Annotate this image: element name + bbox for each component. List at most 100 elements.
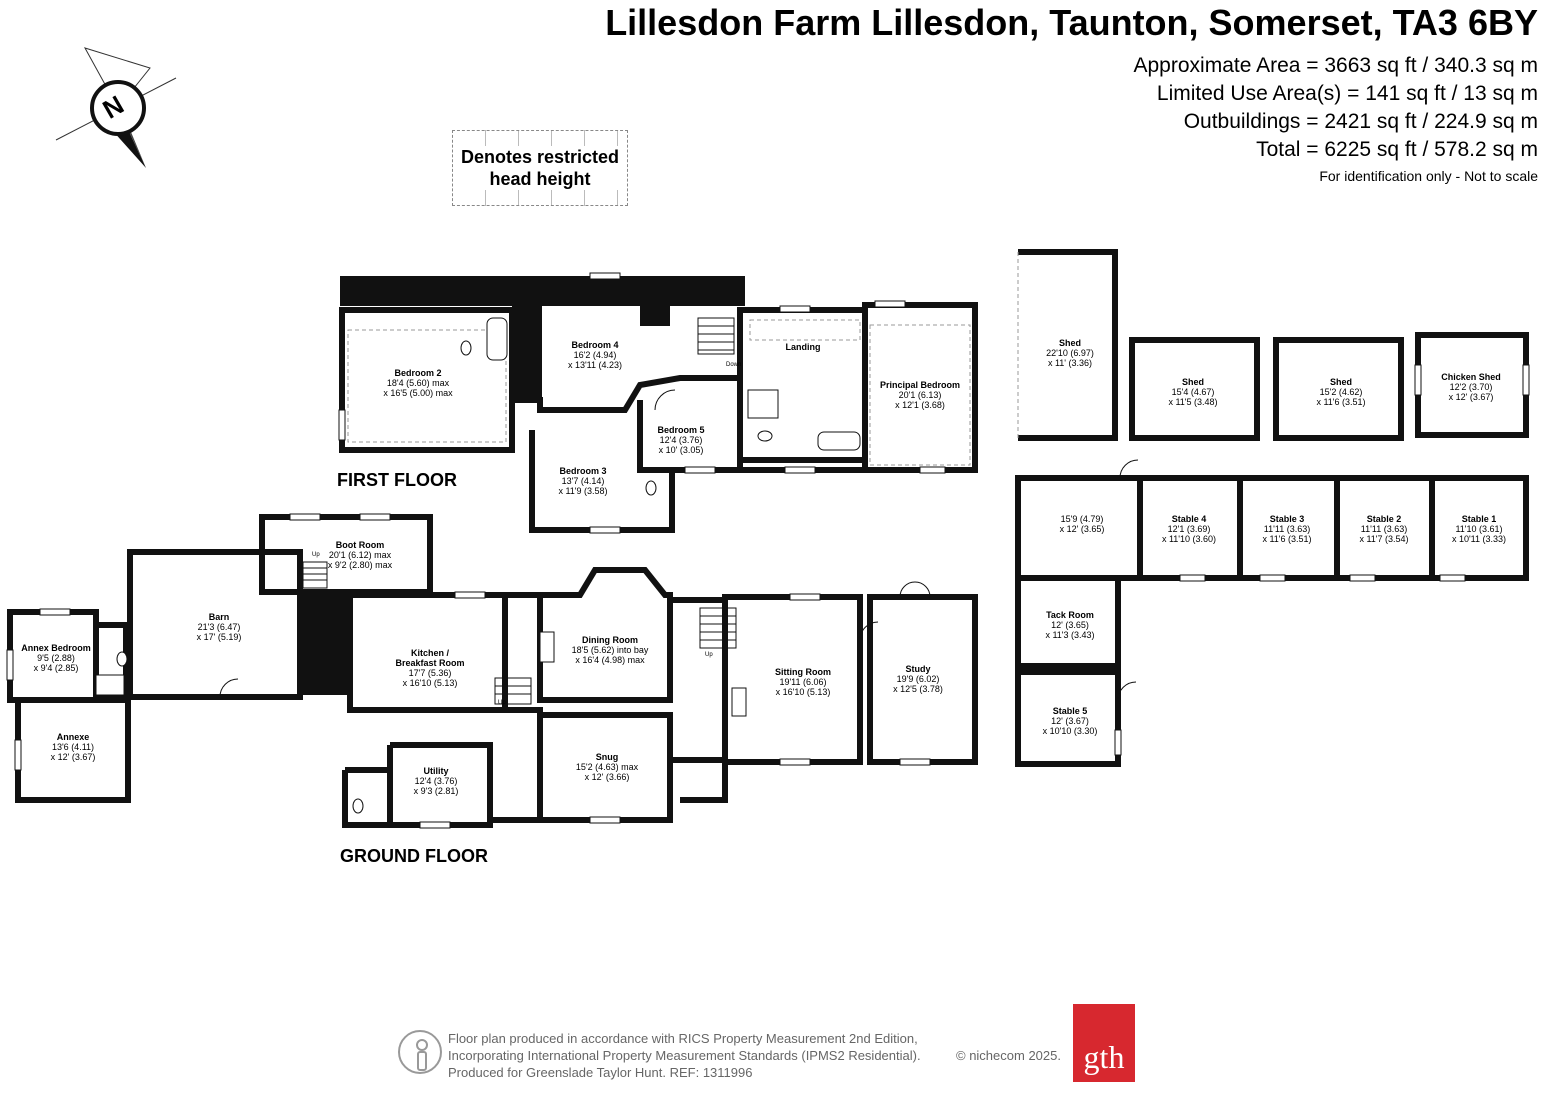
door-arc xyxy=(1117,681,1137,701)
toilet xyxy=(116,651,128,667)
compass-rose-icon xyxy=(55,47,177,168)
window xyxy=(919,466,946,474)
window xyxy=(1439,574,1466,582)
fireplace xyxy=(539,631,555,663)
outbuilding-walls xyxy=(1015,249,1529,767)
person-icon xyxy=(398,1030,442,1074)
stairs-up-label: Up xyxy=(312,552,320,558)
stairs-down-label: Down xyxy=(726,362,742,368)
window xyxy=(589,816,621,824)
area-outbuildings: Outbuildings = 2421 sq ft / 224.9 sq m xyxy=(1183,110,1538,133)
restricted-area xyxy=(869,324,971,466)
fireplace xyxy=(731,687,747,717)
window xyxy=(14,739,22,771)
window xyxy=(589,272,621,280)
window xyxy=(289,513,321,521)
window xyxy=(1414,364,1422,396)
first-floor-walls xyxy=(339,302,978,533)
window xyxy=(789,593,821,601)
window xyxy=(419,821,451,829)
first-floor-chimney-block xyxy=(512,306,542,400)
window xyxy=(1522,364,1530,396)
brand-logo: gth xyxy=(1073,1004,1135,1082)
window xyxy=(874,300,906,308)
door-arc xyxy=(654,389,676,411)
footer-line: Produced for Greenslade Taylor Hunt. REF… xyxy=(448,1065,753,1080)
stairs-up-label: Up xyxy=(498,700,506,706)
window xyxy=(359,513,391,521)
copyright: © nichecom 2025. xyxy=(956,1048,1061,1063)
footer-notes: Floor plan produced in accordance with R… xyxy=(448,1030,1061,1081)
window xyxy=(6,649,14,681)
stairs xyxy=(699,607,737,649)
door-arc xyxy=(899,581,916,598)
area-total: Total = 6225 sq ft / 578.2 sq m xyxy=(1256,138,1538,161)
area-summary: Approximate Area = 3663 sq ft / 340.3 sq… xyxy=(1134,52,1539,188)
window xyxy=(779,305,811,313)
door-arc xyxy=(1119,459,1139,479)
toilet xyxy=(460,340,472,356)
first-floor-chimney-block xyxy=(640,306,670,326)
restricted-head-height-legend: Denotes restricted head height xyxy=(452,130,628,206)
legend-label: Denotes restricted head height xyxy=(453,146,627,190)
stairs-up-label: Up xyxy=(705,652,713,658)
area-limited-use: Limited Use Area(s) = 141 sq ft / 13 sq … xyxy=(1156,82,1538,105)
door-arc xyxy=(859,621,879,641)
area-approximate: Approximate Area = 3663 sq ft / 340.3 sq… xyxy=(1133,54,1539,77)
window xyxy=(39,608,71,616)
window xyxy=(1179,574,1206,582)
first-floor-label: FIRST FLOOR xyxy=(337,470,457,490)
ground-floor-solid-wall xyxy=(300,595,350,695)
scale-note: For identification only - Not to scale xyxy=(1319,168,1538,184)
shower xyxy=(747,389,779,419)
room-store: 15'9 (4.79)x 12' (3.65) xyxy=(1059,514,1105,534)
window xyxy=(454,591,486,599)
window xyxy=(684,466,716,474)
window xyxy=(1349,574,1376,582)
window xyxy=(899,758,931,766)
stairs xyxy=(697,317,735,355)
ground-floor-label: GROUND FLOOR xyxy=(340,846,488,866)
footer-line: Floor plan produced in accordance with R… xyxy=(448,1031,918,1046)
property-title: Lillesdon Farm Lillesdon, Taunton, Somer… xyxy=(605,2,1538,43)
room-landing: Landing xyxy=(785,342,821,352)
restricted-area xyxy=(347,329,507,443)
toilet xyxy=(757,430,773,442)
footer-line: Incorporating International Property Mea… xyxy=(448,1048,921,1063)
window xyxy=(589,526,621,534)
window xyxy=(1114,729,1122,756)
door-arc xyxy=(219,678,239,698)
first-floor-roof-block xyxy=(340,276,745,306)
toilet xyxy=(352,798,364,814)
bath xyxy=(817,431,861,451)
stairs xyxy=(302,561,328,589)
stairs xyxy=(494,677,532,705)
restricted-area xyxy=(749,319,861,341)
shower xyxy=(95,674,125,696)
window xyxy=(779,758,811,766)
